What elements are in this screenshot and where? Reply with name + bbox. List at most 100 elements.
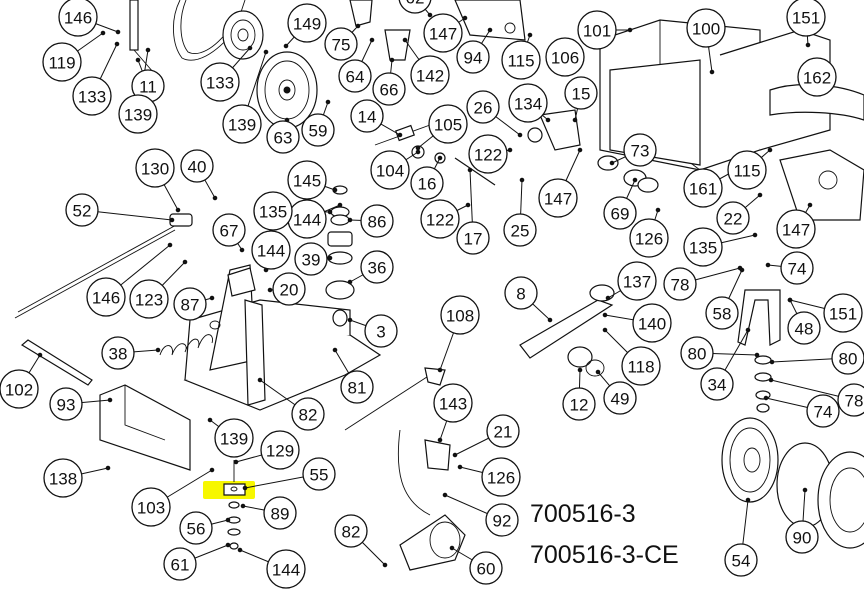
callout-label: 133	[78, 88, 106, 107]
leader-dot	[182, 259, 188, 265]
callout-147c: 147	[776, 209, 816, 249]
callout-label: 89	[271, 505, 290, 524]
callout-106: 106	[545, 37, 585, 77]
callout-label: 78	[671, 276, 690, 295]
callout-8: 8	[504, 276, 538, 310]
leader-dot	[332, 347, 338, 353]
callout-bubble	[370, 150, 410, 190]
leader-dot	[107, 397, 113, 403]
callout-bubble	[212, 213, 246, 247]
callout-label: 34	[708, 376, 727, 395]
callout-label: 130	[141, 160, 169, 179]
callout-bubble	[632, 303, 672, 343]
callout-label: 147	[429, 25, 457, 44]
callout-bubble	[263, 496, 297, 530]
callout-label: 75	[332, 36, 351, 55]
callout-39: 39	[294, 242, 328, 276]
callout-14: 14	[350, 99, 384, 133]
callout-bubble	[72, 76, 112, 116]
leader-dot	[545, 117, 551, 123]
callout-bubble	[469, 551, 503, 585]
callout-144a: 144	[287, 199, 327, 239]
leader-dot	[225, 517, 231, 523]
leader-dot	[462, 15, 468, 21]
callout-bubble	[776, 209, 816, 249]
callout-bubble	[222, 104, 262, 144]
callout-label: 17	[464, 230, 483, 249]
callout-bubble	[360, 250, 394, 284]
callout-label: 147	[782, 221, 810, 240]
leader-dot	[632, 177, 638, 183]
callout-label: 64	[346, 68, 365, 87]
callout-139b: 139	[222, 104, 262, 144]
callout-label: 56	[187, 520, 206, 539]
callout-label: 15	[572, 85, 591, 104]
callout-16: 16	[410, 166, 444, 200]
callout-17: 17	[456, 221, 490, 255]
leader-dot	[709, 69, 715, 75]
leader-dot	[577, 367, 583, 373]
callout-bubble	[716, 201, 750, 235]
callout-bubble	[501, 40, 541, 80]
callout-label: 138	[49, 470, 77, 489]
callout-label: 133	[206, 74, 234, 93]
callout-label: 135	[689, 239, 717, 258]
callout-label: 40	[188, 158, 207, 177]
callout-label: 122	[426, 211, 454, 230]
callout-100: 100	[686, 8, 726, 48]
callout-bubble	[334, 514, 368, 548]
callout-bubble	[266, 120, 300, 154]
callout-bubble	[42, 42, 82, 82]
callout-bubble	[266, 549, 306, 589]
callout-151a: 151	[786, 0, 826, 37]
callout-86: 86	[360, 204, 394, 238]
leader-dot	[609, 160, 615, 166]
leader-dot	[369, 37, 375, 43]
callout-bubble	[785, 520, 819, 554]
leader-dot	[739, 267, 745, 273]
callout-bubble	[260, 430, 300, 470]
callout-115b: 115	[727, 150, 767, 190]
callout-label: 16	[418, 175, 437, 194]
callout-146b: 146	[86, 277, 126, 317]
callout-label: 48	[795, 320, 814, 339]
callout-label: 12	[570, 396, 589, 415]
callout-label: 126	[635, 230, 663, 249]
callout-63: 63	[266, 120, 300, 154]
leader-dot	[452, 452, 458, 458]
callout-bubble	[398, 0, 432, 14]
callout-bubble	[663, 267, 697, 301]
callout-15: 15	[564, 76, 598, 110]
callout-49: 49	[603, 381, 637, 415]
callout-bubble	[65, 193, 99, 227]
callout-bubble	[287, 3, 327, 43]
leader-dot	[745, 497, 751, 503]
callout-147b: 147	[538, 178, 578, 218]
callout-label: 82	[299, 406, 318, 425]
leader-dot	[765, 262, 771, 268]
leader-dot	[207, 417, 213, 423]
callout-label: 69	[611, 205, 630, 224]
callout-135b: 135	[683, 227, 723, 267]
callout-48: 48	[787, 311, 821, 345]
callout-3: 3	[364, 314, 398, 348]
callout-56: 56	[179, 511, 213, 545]
leader-dot	[239, 247, 245, 253]
leader-dot	[155, 347, 161, 353]
callout-label: 20	[280, 281, 299, 300]
callout-78b: 78	[837, 383, 864, 417]
callout-bubble	[129, 279, 169, 319]
callout-133b: 133	[200, 62, 240, 102]
callout-label: 94	[464, 49, 483, 68]
callout-73: 73	[623, 133, 657, 167]
leader-dot	[382, 562, 388, 568]
callout-bubble	[410, 166, 444, 200]
leader-dot	[437, 437, 443, 443]
callout-label: 161	[689, 180, 717, 199]
leader-dot	[209, 295, 215, 301]
callout-102: 102	[0, 369, 39, 409]
leader-dot	[347, 279, 353, 285]
callout-label: 144	[272, 561, 300, 580]
leader-dot	[242, 485, 248, 491]
